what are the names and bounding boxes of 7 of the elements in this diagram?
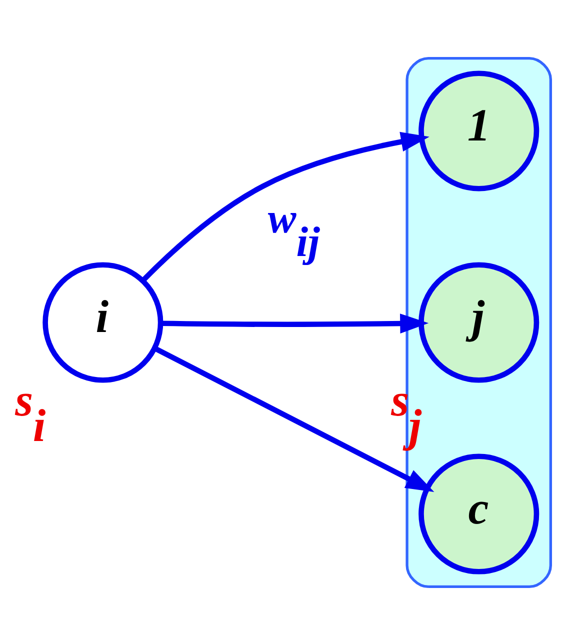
node-circle: 1	[418, 70, 540, 191]
node-circle: c	[418, 453, 540, 574]
node-circle: i	[42, 262, 164, 382]
arrow	[141, 131, 430, 282]
arrow	[154, 345, 434, 492]
node-circle: j	[418, 262, 540, 382]
arrow	[160, 313, 429, 333]
